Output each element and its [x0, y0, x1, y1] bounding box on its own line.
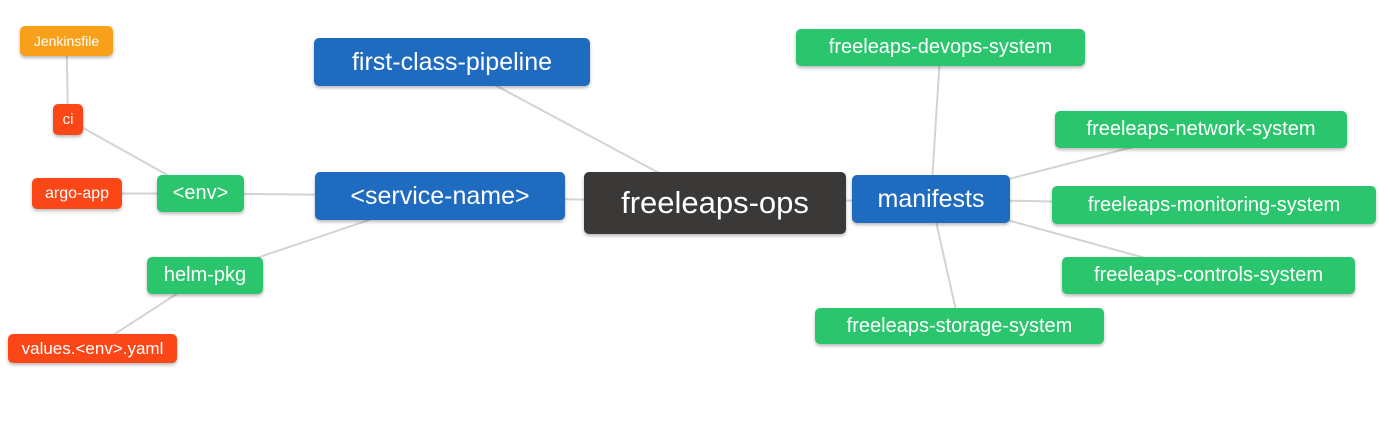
node-freeleaps-storage-system[interactable]: freeleaps-storage-system: [815, 308, 1104, 344]
node-first-class-pipeline[interactable]: first-class-pipeline: [314, 38, 590, 86]
node-freeleaps-network-system[interactable]: freeleaps-network-system: [1055, 111, 1347, 148]
node-manifests[interactable]: manifests: [852, 175, 1010, 223]
node-freeleaps-monitoring-system[interactable]: freeleaps-monitoring-system: [1052, 186, 1376, 224]
node-service-name[interactable]: <service-name>: [315, 172, 565, 220]
node-values-env-yaml[interactable]: values.<env>.yaml: [8, 334, 177, 363]
node-argo-app[interactable]: argo-app: [32, 178, 122, 209]
edge-manifests-devops_system: [930, 47, 942, 200]
node-ci[interactable]: ci: [53, 104, 83, 135]
node-helm-pkg[interactable]: helm-pkg: [147, 257, 263, 294]
node-freeleaps-devops-system[interactable]: freeleaps-devops-system: [796, 29, 1085, 66]
node-freeleaps-controls-system[interactable]: freeleaps-controls-system: [1062, 257, 1355, 294]
node-jenkinsfile[interactable]: Jenkinsfile: [20, 26, 113, 56]
node-env[interactable]: <env>: [157, 175, 244, 212]
node-freeleaps-ops-root[interactable]: freeleaps-ops: [584, 172, 846, 234]
